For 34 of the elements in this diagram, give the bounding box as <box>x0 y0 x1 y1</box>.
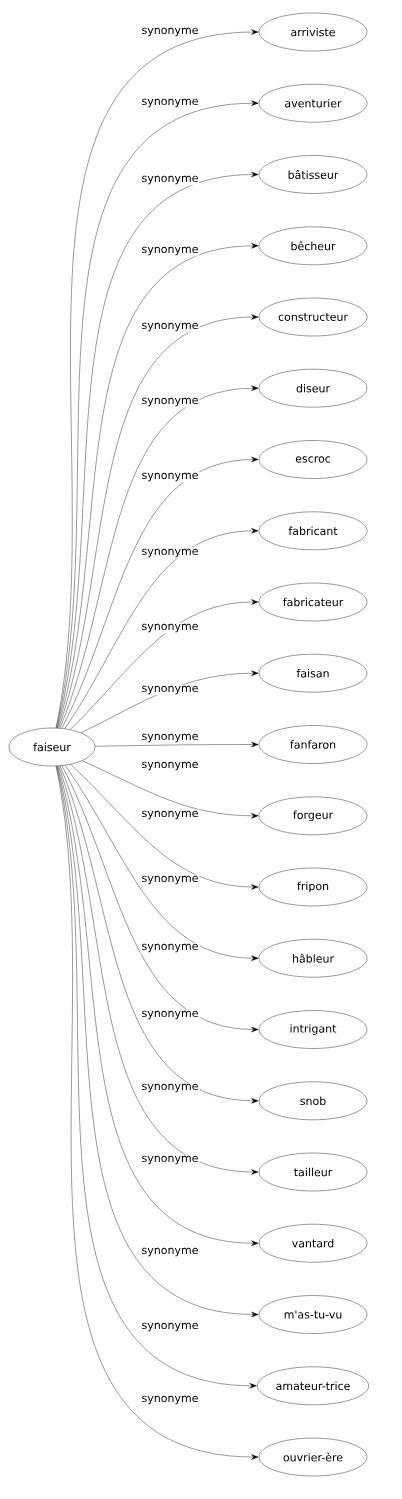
edge-label: synonyme <box>140 97 200 109</box>
edge-label: synonyme <box>140 1082 200 1094</box>
edge-label: synonyme <box>140 174 200 186</box>
edge-label: synonyme <box>140 245 200 257</box>
edge-label: synonyme <box>140 874 200 886</box>
edge-label: synonyme <box>140 26 200 38</box>
edge-label: synonyme <box>140 622 200 634</box>
arrow <box>82 760 259 819</box>
arrow <box>80 670 259 733</box>
arrow <box>59 765 259 1104</box>
edge-label: synonyme <box>140 1246 200 1258</box>
arrow <box>64 528 259 729</box>
arrow <box>58 765 259 1175</box>
edge-label: synonyme <box>140 321 200 333</box>
arrow <box>58 314 259 729</box>
arrow <box>59 385 259 729</box>
edge-label: synonyme <box>140 547 200 559</box>
edge-label: synonyme <box>140 684 200 696</box>
edge-label: synonyme <box>140 809 200 821</box>
arrow <box>69 599 259 730</box>
edge-label: synonyme <box>140 942 200 954</box>
edge-label: synonyme <box>140 396 200 408</box>
edge-label: synonyme <box>140 1394 200 1406</box>
edge-label: synonyme <box>140 760 200 772</box>
arrow <box>94 741 259 748</box>
edge-label: synonyme <box>140 1154 200 1166</box>
edge-label: synonyme <box>140 1009 200 1021</box>
arrow <box>64 765 259 961</box>
arrow <box>61 456 259 729</box>
arrow <box>61 765 259 1033</box>
edge-label: synonyme <box>140 471 200 483</box>
edge-label: synonyme <box>140 732 200 744</box>
edge-label: synonyme <box>140 1321 200 1333</box>
arrow <box>70 764 259 890</box>
